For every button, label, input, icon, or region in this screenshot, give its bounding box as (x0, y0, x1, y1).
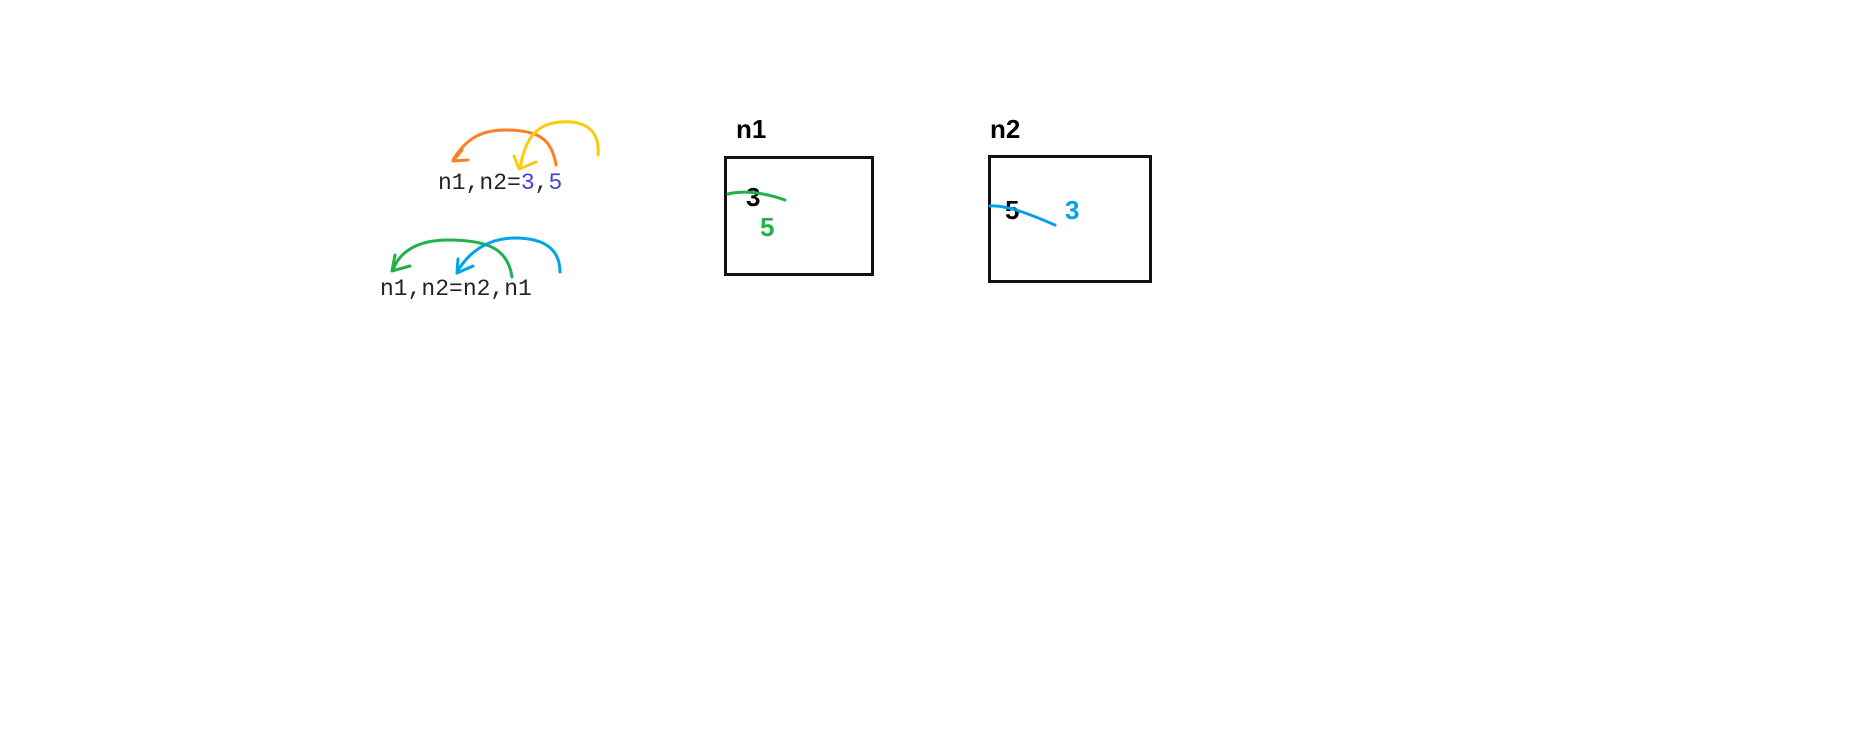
statement-1-lhs: n1,n2= (438, 170, 521, 196)
n2-old-value: 5 (1005, 195, 1020, 225)
n1-new-value: 5 (760, 212, 775, 242)
assignment-statement-1: n1,n2=3,5 (438, 172, 562, 195)
statement-1-value-2: 5 (548, 170, 563, 196)
variable-label-n2: n2 (990, 114, 1021, 144)
statement-1-value-1: 3 (520, 170, 535, 196)
statement-1-separator: , (534, 170, 549, 196)
blue-arrowhead (455, 257, 475, 275)
orange-arrow (451, 128, 558, 167)
blue-arrow (455, 236, 562, 274)
variable-label-n1: n1 (736, 114, 767, 144)
orange-arrowhead (451, 148, 470, 163)
n2-new-value: 3 (1065, 195, 1080, 225)
swap-statement: n1,n2=n2,n1 (380, 276, 532, 302)
yellow-arrowhead (512, 154, 538, 171)
variable-box-n1 (724, 156, 874, 276)
n1-old-value: 3 (746, 182, 761, 212)
green-arrow (391, 238, 514, 279)
green-arrowhead (390, 253, 412, 273)
yellow-arrow (518, 120, 600, 170)
